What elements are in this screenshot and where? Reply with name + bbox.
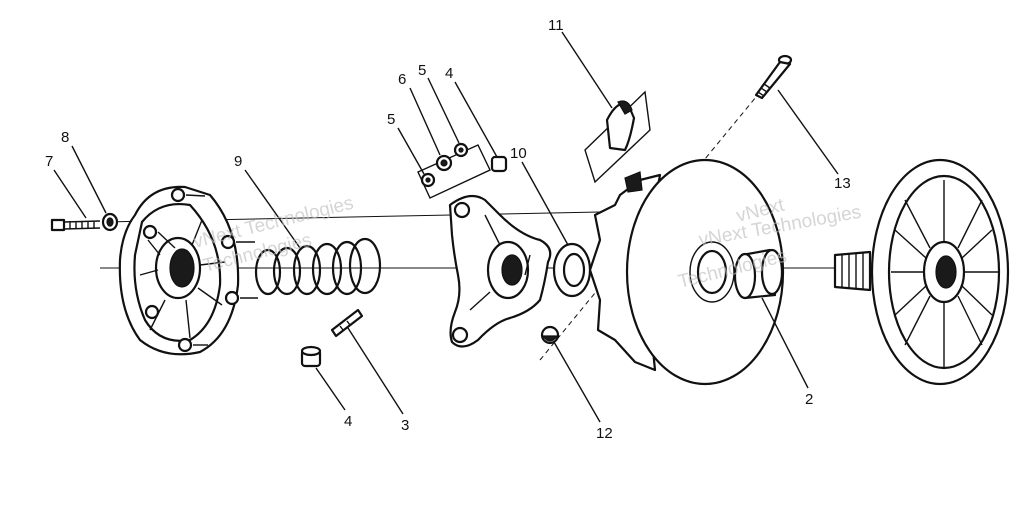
small-hardware-group xyxy=(417,142,508,199)
callout-8: 8 xyxy=(61,129,69,146)
pad xyxy=(584,90,651,184)
callout-12: 12 xyxy=(596,425,613,442)
bushing xyxy=(733,248,784,300)
callout-6: 6 xyxy=(398,71,406,88)
ring xyxy=(552,242,592,298)
callout-9: 9 xyxy=(234,153,242,170)
callout-13: 13 xyxy=(834,175,851,192)
callout-4-top: 4 xyxy=(445,65,453,82)
callout-3: 3 xyxy=(401,417,409,434)
long-bolt xyxy=(754,54,793,100)
washer xyxy=(101,212,119,232)
cover-plate xyxy=(118,185,258,356)
pin xyxy=(330,308,364,338)
callout-2: 2 xyxy=(805,391,813,408)
fixed-sheave xyxy=(833,158,1010,386)
callout-5-left: 5 xyxy=(387,111,395,128)
ball xyxy=(540,325,560,345)
callout-4-bottom: 4 xyxy=(344,413,352,430)
spider xyxy=(448,194,552,348)
callout-10: 10 xyxy=(510,145,527,162)
bolt xyxy=(50,218,101,232)
roller-bottom xyxy=(300,345,322,368)
callout-11: 11 xyxy=(548,17,564,34)
movable-sheave xyxy=(588,158,785,386)
callout-5-right: 5 xyxy=(418,62,426,79)
callout-7: 7 xyxy=(45,153,53,170)
spring xyxy=(254,237,382,296)
